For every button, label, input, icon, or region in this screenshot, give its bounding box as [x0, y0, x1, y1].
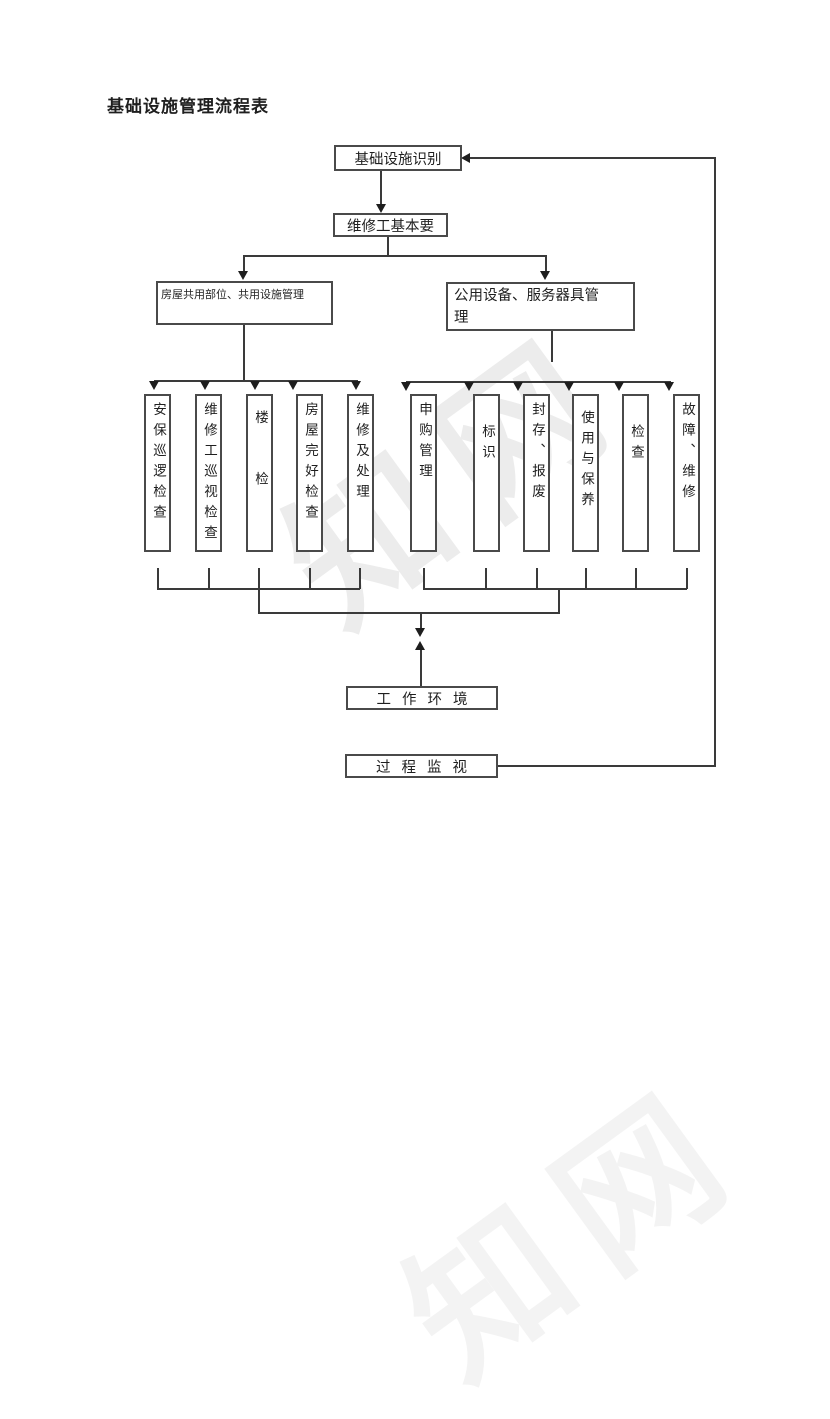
node-public-equipment-management: 公用设备、服务器具管理	[446, 282, 635, 331]
connector-line	[420, 650, 422, 687]
right-process-label-1: 申购管理	[416, 402, 432, 484]
arrowhead-down-icon	[200, 381, 210, 390]
arrowhead-down-icon	[250, 381, 260, 390]
left-process-label-4: 房屋完好检查	[302, 402, 318, 525]
arrowhead-down-icon	[401, 382, 411, 391]
arrowhead-down-icon	[464, 382, 474, 391]
right-process-label-6: 故障、维修	[679, 402, 695, 505]
connector-line	[387, 237, 389, 257]
connector-line	[258, 568, 260, 589]
arrowhead-down-icon	[351, 381, 361, 390]
arrowhead-down-icon	[564, 382, 574, 391]
connector-line	[157, 588, 360, 590]
node-public-equipment-line2: 理	[454, 309, 469, 326]
node-process-monitoring: 过程监视	[345, 754, 498, 778]
arrowhead-down-icon	[415, 628, 425, 637]
right-process-label-3: 封存、报废	[529, 402, 545, 505]
connector-line	[536, 568, 538, 589]
right-process-box-1: 申购管理	[410, 394, 437, 552]
connector-line	[406, 381, 671, 383]
right-process-box-4: 使用与保养	[572, 394, 599, 552]
right-process-label-4: 使用与保养	[578, 410, 594, 513]
connector-line	[258, 612, 560, 614]
connector-line	[208, 568, 210, 589]
connector-line	[714, 157, 716, 767]
arrowhead-up-icon	[415, 641, 425, 650]
node-maintenance-basic-requirements: 维修工基本要	[333, 213, 448, 237]
connector-line	[469, 157, 716, 159]
node-public-equipment-line1: 公用设备、服务器具管	[454, 288, 599, 304]
right-process-box-5: 检查	[622, 394, 649, 552]
left-process-box-3: 楼 检	[246, 394, 273, 552]
left-process-box-4: 房屋完好检查	[296, 394, 323, 552]
connector-line	[309, 568, 311, 589]
connector-line	[243, 324, 245, 381]
arrowhead-down-icon	[376, 204, 386, 213]
connector-line	[551, 331, 553, 362]
connector-line	[423, 568, 425, 589]
connector-line	[498, 765, 716, 767]
arrowhead-down-icon	[513, 382, 523, 391]
connector-line	[686, 568, 688, 589]
left-process-box-1: 安保巡逻检查	[144, 394, 171, 552]
arrowhead-down-icon	[288, 381, 298, 390]
connector-line	[485, 568, 487, 589]
left-process-label-1: 安保巡逻检查	[150, 402, 166, 525]
left-process-label-3: 楼 检	[252, 410, 268, 492]
connector-line	[420, 613, 422, 629]
node-work-environment: 工作环境	[346, 686, 498, 710]
connector-line	[258, 589, 260, 614]
connector-line	[558, 589, 560, 614]
left-process-label-5: 维修及处理	[353, 402, 369, 505]
arrowhead-down-icon	[540, 271, 550, 280]
arrowhead-down-icon	[149, 381, 159, 390]
connector-line	[157, 568, 159, 589]
right-process-label-2: 标识	[479, 424, 495, 465]
right-process-box-6: 故障、维修	[673, 394, 700, 552]
right-process-label-5: 检查	[628, 424, 644, 465]
connector-line	[585, 568, 587, 589]
arrowhead-left-icon	[461, 153, 470, 163]
cnki-watermark-bottom: 知网	[354, 1022, 782, 1419]
left-process-box-2: 维修工巡视检查	[195, 394, 222, 552]
left-process-label-2: 维修工巡视检查	[201, 402, 217, 546]
right-process-box-3: 封存、报废	[523, 394, 550, 552]
connector-line	[545, 256, 547, 272]
connector-line	[359, 568, 361, 589]
arrowhead-down-icon	[664, 382, 674, 391]
arrowhead-down-icon	[238, 271, 248, 280]
node-housing-common-area-management: 房屋共用部位、共用设施管理	[156, 281, 333, 325]
connector-line	[635, 568, 637, 589]
connector-line	[243, 256, 245, 272]
left-process-box-5: 维修及处理	[347, 394, 374, 552]
node-infrastructure-identification: 基础设施识别	[334, 145, 462, 171]
page-title: 基础设施管理流程表	[107, 97, 269, 116]
arrowhead-down-icon	[614, 382, 624, 391]
right-process-box-2: 标识	[473, 394, 500, 552]
connector-line	[380, 171, 382, 205]
connector-line	[423, 588, 687, 590]
connector-line	[243, 255, 547, 257]
